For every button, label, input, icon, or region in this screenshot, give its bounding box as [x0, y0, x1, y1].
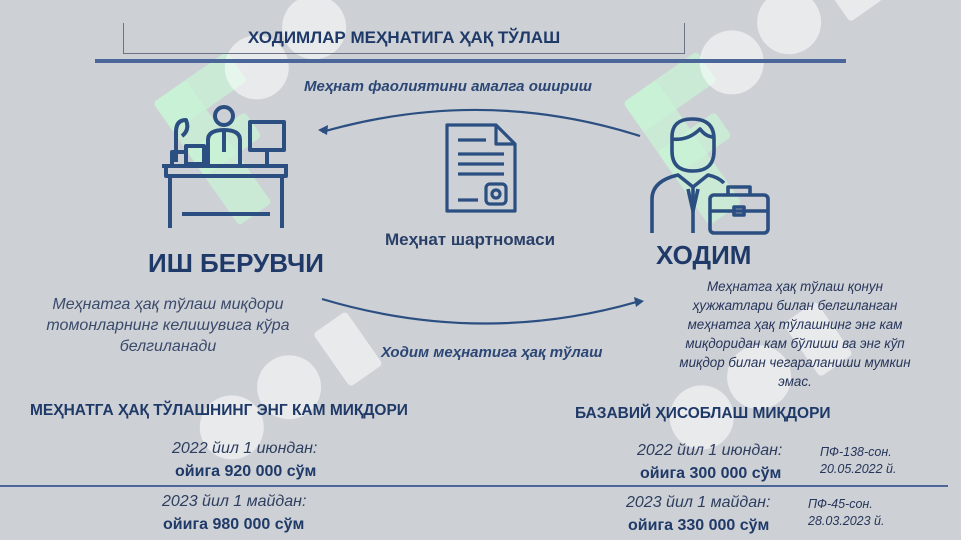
arrow-bottom-icon — [321, 297, 644, 325]
arrow-top-icon — [318, 108, 641, 138]
base-calc-amount-1: ойига 300 000 сўм — [640, 465, 782, 482]
section-divider — [0, 485, 948, 487]
contract-document-icon — [445, 123, 517, 213]
flow-label-bottom: Ходим меҳнатига ҳақ тўлаш — [381, 344, 603, 361]
page-title: ХОДИМЛАР МЕҲНАТИГА ҲАҚ ТЎЛАШ — [123, 23, 685, 54]
min-wage-heading: МЕҲНАТГА ҲАҚ ТЎЛАШНИНГ ЭНГ КАМ МИҚДОРИ — [30, 402, 408, 419]
employee-label: ХОДИМ — [656, 240, 752, 270]
min-wage-amount-1: ойига 920 000 сўм — [175, 463, 317, 480]
min-wage-date-2: 2023 йил 1 майдан: — [162, 493, 307, 510]
base-calc-heading: БАЗАВИЙ ҲИСОБЛАШ МИҚДОРИ — [575, 405, 831, 422]
min-wage-amount-2: ойига 980 000 сўм — [163, 516, 305, 533]
employer-description: Меҳнатга ҳақ тўлаш миқдори томонларнинг … — [46, 296, 290, 355]
flow-label-top: Меҳнат фаолиятини амалга ошириш — [304, 78, 593, 95]
employee-briefcase-icon — [650, 117, 770, 235]
employer-desk-icon — [162, 105, 288, 228]
base-calc-ref-1: ПФ-138-сон. 20.05.2022 й. — [820, 445, 897, 476]
min-wage-date-1: 2022 йил 1 июндан: — [172, 440, 318, 457]
base-calc-ref-2: ПФ-45-сон. 28.03.2023 й. — [808, 497, 885, 528]
title-underline — [95, 59, 846, 63]
base-calc-date-1: 2022 йил 1 июндан: — [637, 442, 783, 459]
employee-description: Меҳнатга ҳақ тўлаш қонун ҳужжатлари била… — [679, 279, 911, 389]
contract-label: Меҳнат шартномаси — [385, 230, 556, 249]
base-calc-amount-2: ойига 330 000 сўм — [628, 517, 770, 534]
base-calc-date-2: 2023 йил 1 майдан: — [626, 494, 771, 511]
employer-label: ИШ БЕРУВЧИ — [148, 248, 324, 278]
